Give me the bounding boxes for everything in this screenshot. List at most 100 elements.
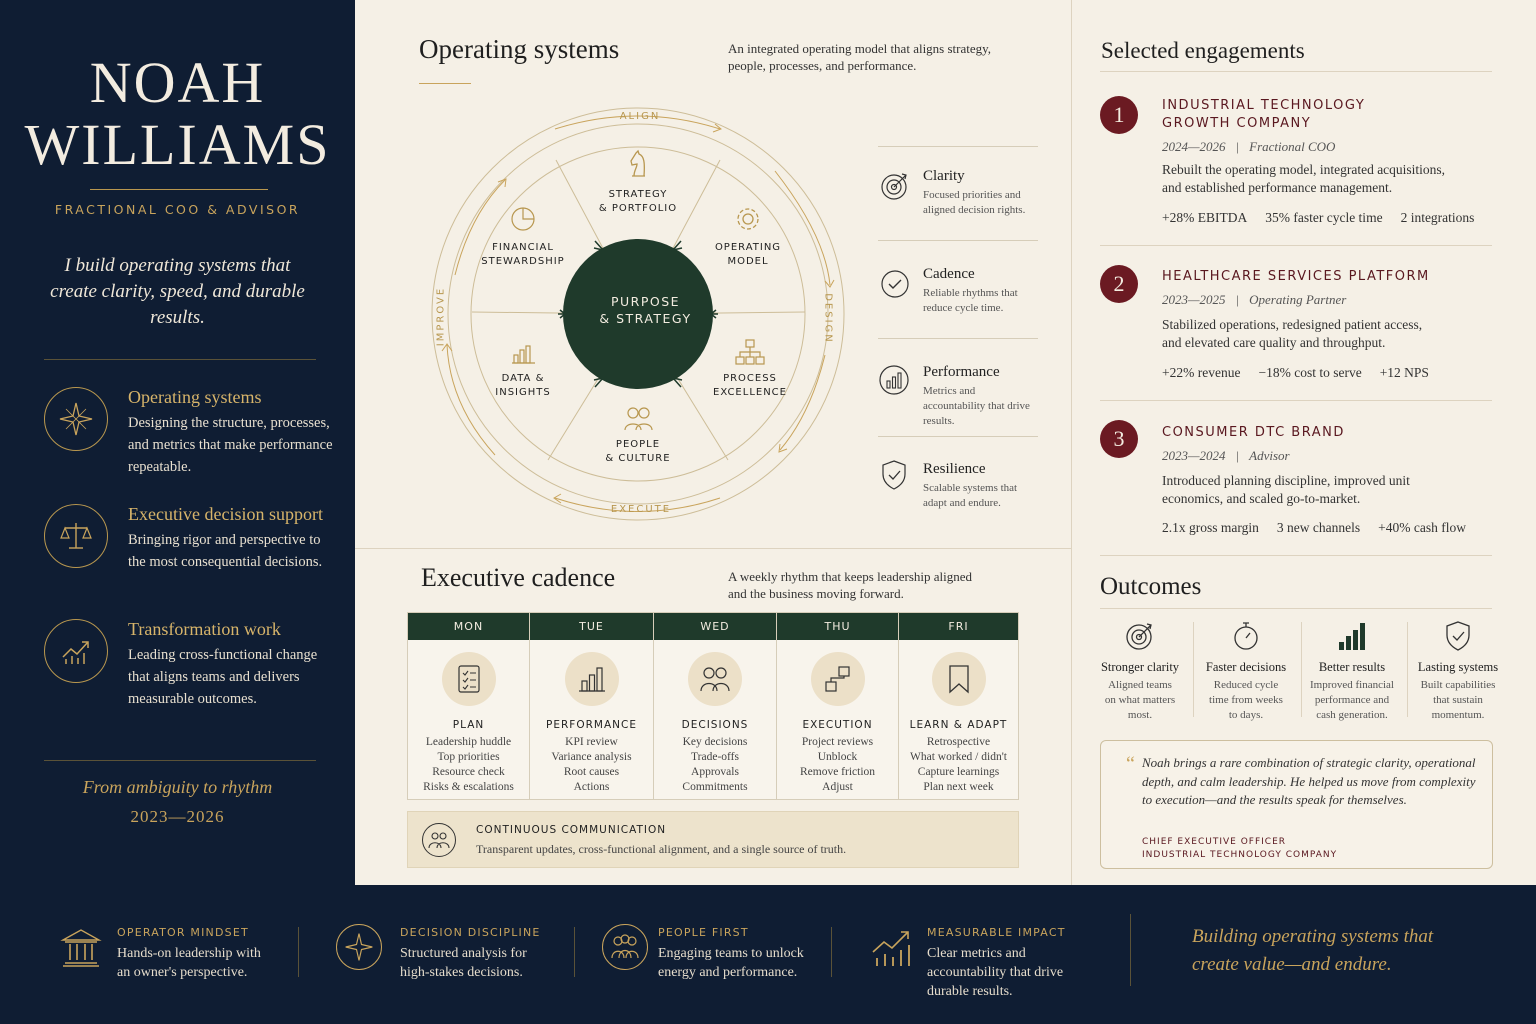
day-header: MON [408, 613, 529, 640]
section-title-outcomes: Outcomes [1100, 573, 1202, 600]
outcome-title: Lasting systems [1417, 660, 1499, 674]
people-icon [688, 652, 742, 706]
pillar-title: OPERATOR MINDSET [117, 926, 249, 939]
bar-chart-icon [512, 345, 535, 364]
sidebar-footer-years: 2023—2026 [130, 807, 225, 826]
divider [1100, 245, 1492, 246]
day-item: Root causes [563, 766, 620, 778]
day-item: Commitments [682, 781, 748, 793]
outcome-title: Better results [1318, 660, 1386, 674]
people-icon [624, 407, 653, 431]
engagement-number: 2 [1100, 265, 1138, 303]
section-title-engagements: Selected engagements [1101, 38, 1305, 63]
closing-statement: Building operating systems that create v… [1192, 926, 1434, 975]
ring-label-execute: EXECUTE [610, 504, 672, 515]
wheel-segment-operating-model: OPERATING MODEL [698, 205, 798, 269]
segment-label: DATA & [501, 373, 545, 384]
testimonial-quote: Noah brings a rare combination of strate… [1142, 755, 1476, 807]
divider [90, 189, 268, 190]
day-header: THU [777, 613, 898, 640]
flow-icon [810, 652, 865, 706]
scales-icon [44, 504, 108, 568]
feature-resilience: Resilience Scalable systems that adapt a… [878, 436, 1038, 526]
engagement-meta: 2023—2025|Operating Partner [1162, 292, 1347, 307]
profile-role: FRACTIONAL COO & ADVISOR [54, 202, 301, 217]
profile-name: NOAH WILLIAMS [0, 52, 355, 176]
feature-desc: Reliable rhythms that reduce cycle time. [923, 287, 1018, 314]
capability-desc: Leading cross-functional change that ali… [128, 647, 318, 707]
day-item: Leadership huddle [425, 736, 512, 748]
divider [1100, 71, 1492, 72]
engagement-desc: Introduced planning discipline, improved… [1162, 473, 1410, 506]
chess-knight-icon [630, 149, 645, 177]
stat: +22% revenue [1162, 365, 1241, 380]
day-title: PLAN [452, 719, 485, 731]
feature-desc: Metrics and accountability that drive re… [923, 385, 1030, 427]
engagement-meta: 2024—2026|Fractional COO [1162, 139, 1336, 154]
operating-wheel [431, 107, 845, 521]
day-item: Plan next week [923, 781, 994, 793]
divider [1130, 914, 1131, 986]
testimonial-author-company: INDUSTRIAL TECHNOLOGY COMPANY [1142, 850, 1338, 860]
engagement-stats: +22% revenue −18% cost to serve +12 NPS [1162, 365, 1429, 381]
segment-label: OPERATING [714, 242, 782, 253]
segment-label: & PORTFOLIO [598, 203, 678, 214]
title-underline [419, 83, 471, 84]
day-item: Risks & escalations [423, 781, 514, 793]
building-icon [60, 929, 102, 967]
stat: 35% faster cycle time [1265, 210, 1383, 225]
gear-icon [737, 208, 759, 230]
divider [831, 927, 832, 977]
section-divider [355, 548, 1071, 549]
segment-label: PROCESS [723, 373, 777, 384]
day-header: FRI [899, 613, 1018, 640]
feature-performance: Performance Metrics and accountability t… [878, 338, 1038, 436]
trend-chart-icon [872, 931, 910, 966]
divider [44, 760, 316, 761]
wheel-center-line: PURPOSE [610, 294, 681, 309]
pillar-desc: Clear metrics and accountability that dr… [927, 946, 1064, 999]
day-item: Trade-offs [691, 751, 739, 763]
engagement-title: HEALTHCARE SERVICES PLATFORM [1162, 269, 1430, 284]
ring-label-align: ALIGN [619, 111, 661, 122]
signal-bars-icon [1339, 623, 1365, 650]
day-title: LEARN & ADAPT [909, 719, 1008, 731]
outcome-title: Faster decisions [1205, 660, 1287, 674]
pillar-desc: Engaging teams to unlock energy and perf… [658, 946, 804, 980]
section-subtitle: An integrated operating model that align… [728, 41, 992, 73]
pie-chart-icon [511, 207, 535, 231]
feature-clarity: Clarity Focused priorities and aligned d… [878, 146, 1038, 240]
sidebar: NOAH WILLIAMS FRACTIONAL COO & ADVISOR I… [0, 0, 355, 885]
stat: −18% cost to serve [1258, 365, 1362, 380]
capability-title: Operating systems [128, 387, 262, 407]
sidebar-footer-quote: From ambiguity to rhythm [82, 777, 273, 797]
day-header: WED [654, 613, 776, 640]
day-item: What worked / didn't [910, 751, 1007, 763]
outcome-item: Faster decisions Reduced cycle time from… [1197, 620, 1295, 723]
capability-title: Executive decision support [128, 504, 323, 524]
stat: 3 new channels [1276, 520, 1361, 535]
segment-label: PEOPLE [615, 439, 661, 450]
bookmark-icon [931, 652, 986, 706]
compass-star-icon [44, 387, 108, 451]
divider [1301, 622, 1302, 717]
day-column-fri: FRI LEARN & ADAPT Retrospective What wor… [899, 613, 1018, 799]
engagement-role: Advisor [1249, 448, 1290, 463]
day-header: TUE [530, 613, 653, 640]
target-icon [881, 173, 907, 200]
feature-cadence: Cadence Reliable rhythms that reduce cyc… [878, 240, 1038, 338]
day-item: Adjust [822, 781, 853, 793]
outcome-desc: Improved financial performance and cash … [1310, 679, 1394, 721]
checklist-icon [441, 652, 496, 706]
outcome-item: Lasting systems Built capabilities that … [1409, 620, 1507, 723]
outcome-item: Better results Improved financial perfor… [1303, 620, 1401, 723]
wheel-segment-people: PEOPLE & CULTURE [588, 404, 688, 466]
divider [1193, 622, 1194, 717]
pillar-title: PEOPLE FIRST [658, 926, 749, 939]
group-icon [422, 823, 456, 857]
engagement-title: CONSUMER DTC BRAND [1162, 425, 1345, 440]
stat: 2 integrations [1400, 210, 1475, 225]
wheel-segment-financial: FINANCIAL STEWARDSHIP [473, 205, 573, 269]
segment-label: STEWARDSHIP [481, 256, 565, 267]
capability-title: Transformation work [128, 619, 281, 639]
